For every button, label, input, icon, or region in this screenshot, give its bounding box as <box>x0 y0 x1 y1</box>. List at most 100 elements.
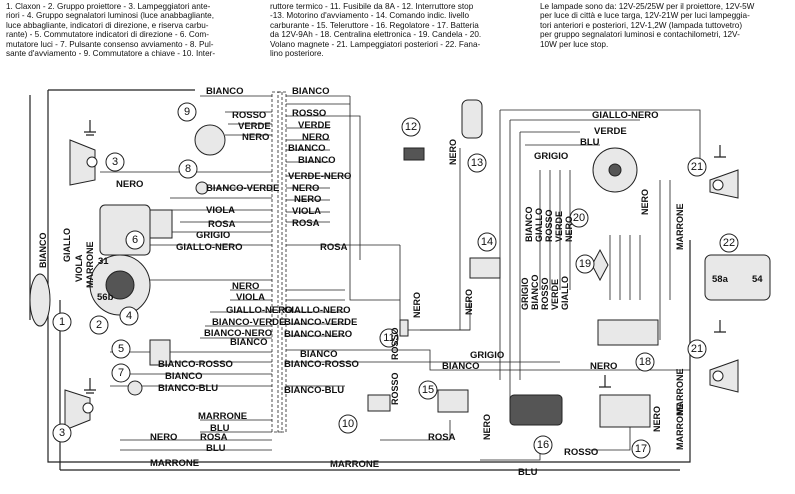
svg-text:VIOLA: VIOLA <box>236 292 265 303</box>
svg-text:NERO: NERO <box>302 132 329 143</box>
svg-text:ROSA: ROSA <box>320 242 348 253</box>
svg-text:VERDE: VERDE <box>554 211 564 242</box>
svg-text:BIANCO: BIANCO <box>288 143 325 154</box>
svg-text:VIOLA: VIOLA <box>292 206 321 217</box>
svg-text:NERO: NERO <box>294 194 321 205</box>
svg-text:VERDE: VERDE <box>238 121 271 132</box>
svg-text:NERO: NERO <box>640 189 650 215</box>
svg-text:NERO: NERO <box>448 139 458 165</box>
svg-text:MARRONE: MARRONE <box>150 458 199 469</box>
svg-text:NERO: NERO <box>116 179 143 190</box>
svg-text:16: 16 <box>537 439 549 451</box>
svg-text:ROSA: ROSA <box>428 432 456 443</box>
svg-text:15: 15 <box>422 384 434 396</box>
svg-text:12: 12 <box>405 121 417 133</box>
svg-text:18: 18 <box>639 356 651 368</box>
svg-text:GIALLO: GIALLO <box>534 208 544 242</box>
component-electronic-control-unit: 18 <box>597 319 659 372</box>
svg-text:ROSSO: ROSSO <box>564 447 598 458</box>
legend-column-1: 1. Claxon - 2. Gruppo proiettore - 3. La… <box>6 2 216 59</box>
svg-text:20: 20 <box>573 212 585 224</box>
svg-text:BLU: BLU <box>580 137 600 148</box>
ground-symbols <box>84 120 726 394</box>
svg-text:VERDE-NERO: VERDE-NERO <box>288 171 351 182</box>
svg-text:BIANCO-NERO: BIANCO-NERO <box>284 329 352 340</box>
component-headlight: 2 31 56b <box>89 254 151 335</box>
svg-text:BIANCO: BIANCO <box>230 337 267 348</box>
svg-text:NERO: NERO <box>564 216 574 242</box>
svg-text:NERO: NERO <box>242 132 269 143</box>
svg-text:NERO: NERO <box>590 361 617 372</box>
svg-text:14: 14 <box>481 236 493 248</box>
svg-text:ROSA: ROSA <box>208 219 236 230</box>
svg-text:BIANCO: BIANCO <box>206 86 243 97</box>
svg-text:ROSSO: ROSSO <box>390 327 400 360</box>
svg-text:BIANCO: BIANCO <box>298 155 335 166</box>
svg-text:8: 8 <box>185 163 191 175</box>
svg-text:17: 17 <box>635 443 647 455</box>
svg-text:NERO: NERO <box>292 183 319 194</box>
svg-text:BIANCO-ROSSO: BIANCO-ROSSO <box>284 359 359 370</box>
svg-text:MARRONE: MARRONE <box>675 404 685 451</box>
svg-text:ROSA: ROSA <box>292 218 320 229</box>
svg-text:NERO: NERO <box>652 406 662 432</box>
component-thermal-switch: 10 <box>338 394 391 434</box>
svg-text:31: 31 <box>98 256 109 267</box>
svg-text:BIANCO: BIANCO <box>38 233 48 269</box>
svg-text:GIALLO-NERO: GIALLO-NERO <box>176 242 243 253</box>
component-relay: 15 <box>418 380 469 413</box>
svg-text:BIANCO-NERO: BIANCO-NERO <box>204 328 272 339</box>
component-fuse: 11 <box>379 319 409 348</box>
svg-text:BLU: BLU <box>206 443 226 454</box>
legend-column-2: ruttore termico - 11. Fusibile da 8A - 1… <box>270 2 482 59</box>
component-horn: 1 <box>29 273 72 332</box>
component-regulator: 16 <box>509 394 563 455</box>
svg-text:BIANCO: BIANCO <box>524 207 534 243</box>
svg-text:MARRONE: MARRONE <box>198 411 247 422</box>
svg-text:VIOLA: VIOLA <box>74 254 84 282</box>
svg-text:BLU: BLU <box>518 467 538 478</box>
svg-text:NERO: NERO <box>482 414 492 440</box>
svg-text:BIANCO-VERDE: BIANCO-VERDE <box>212 317 285 328</box>
svg-text:GRIGIO: GRIGIO <box>534 151 568 162</box>
connector-block-left <box>271 91 283 433</box>
component-starter-motor: 13 <box>461 99 487 173</box>
svg-text:MARRONE: MARRONE <box>85 242 95 289</box>
svg-text:6: 6 <box>132 234 138 246</box>
svg-text:BIANCO: BIANCO <box>165 371 202 382</box>
svg-text:54: 54 <box>752 274 763 285</box>
svg-text:9: 9 <box>184 106 190 118</box>
svg-text:MARRONE: MARRONE <box>675 369 685 416</box>
harness-right-side <box>380 109 701 461</box>
svg-text:BIANCO-VERDE: BIANCO-VERDE <box>284 317 357 328</box>
svg-text:19: 19 <box>579 258 591 270</box>
component-light-switch: 6 <box>125 209 173 250</box>
component-key-switch: 9 <box>177 102 226 156</box>
svg-text:56b: 56b <box>97 292 114 303</box>
svg-text:2: 2 <box>96 319 102 331</box>
component-front-turn-signal-upper: 3 <box>69 139 125 186</box>
svg-text:ROSSO: ROSSO <box>390 372 400 405</box>
component-rear-turn-signal-lower: 21 <box>687 339 739 393</box>
component-start-consent-button: 7 <box>111 363 143 396</box>
svg-text:GIALLO: GIALLO <box>560 276 570 310</box>
svg-text:NERO: NERO <box>150 432 177 443</box>
svg-text:3: 3 <box>59 427 65 439</box>
svg-text:3: 3 <box>112 156 118 168</box>
svg-text:21: 21 <box>691 161 703 173</box>
svg-text:ROSSO: ROSSO <box>292 108 326 119</box>
svg-text:ROSSO: ROSSO <box>544 209 554 242</box>
component-rear-turn-signal-upper: 21 <box>687 157 739 199</box>
svg-text:BIANCO: BIANCO <box>442 361 479 372</box>
svg-text:22: 22 <box>723 237 735 249</box>
svg-text:ROSSO: ROSSO <box>540 277 550 310</box>
component-flywheel-magneto: 20 <box>569 147 638 228</box>
svg-text:MARRONE: MARRONE <box>330 459 379 470</box>
svg-text:BIANCO: BIANCO <box>300 349 337 360</box>
svg-text:GRIGIO: GRIGIO <box>470 350 504 361</box>
legend-column-3: Le lampade sono da: 12V-25/25W per il pr… <box>540 2 755 49</box>
svg-text:VERDE: VERDE <box>594 126 627 137</box>
component-front-turn-signal-lower: 3 <box>52 389 94 443</box>
component-start-button: 8 <box>178 159 209 195</box>
